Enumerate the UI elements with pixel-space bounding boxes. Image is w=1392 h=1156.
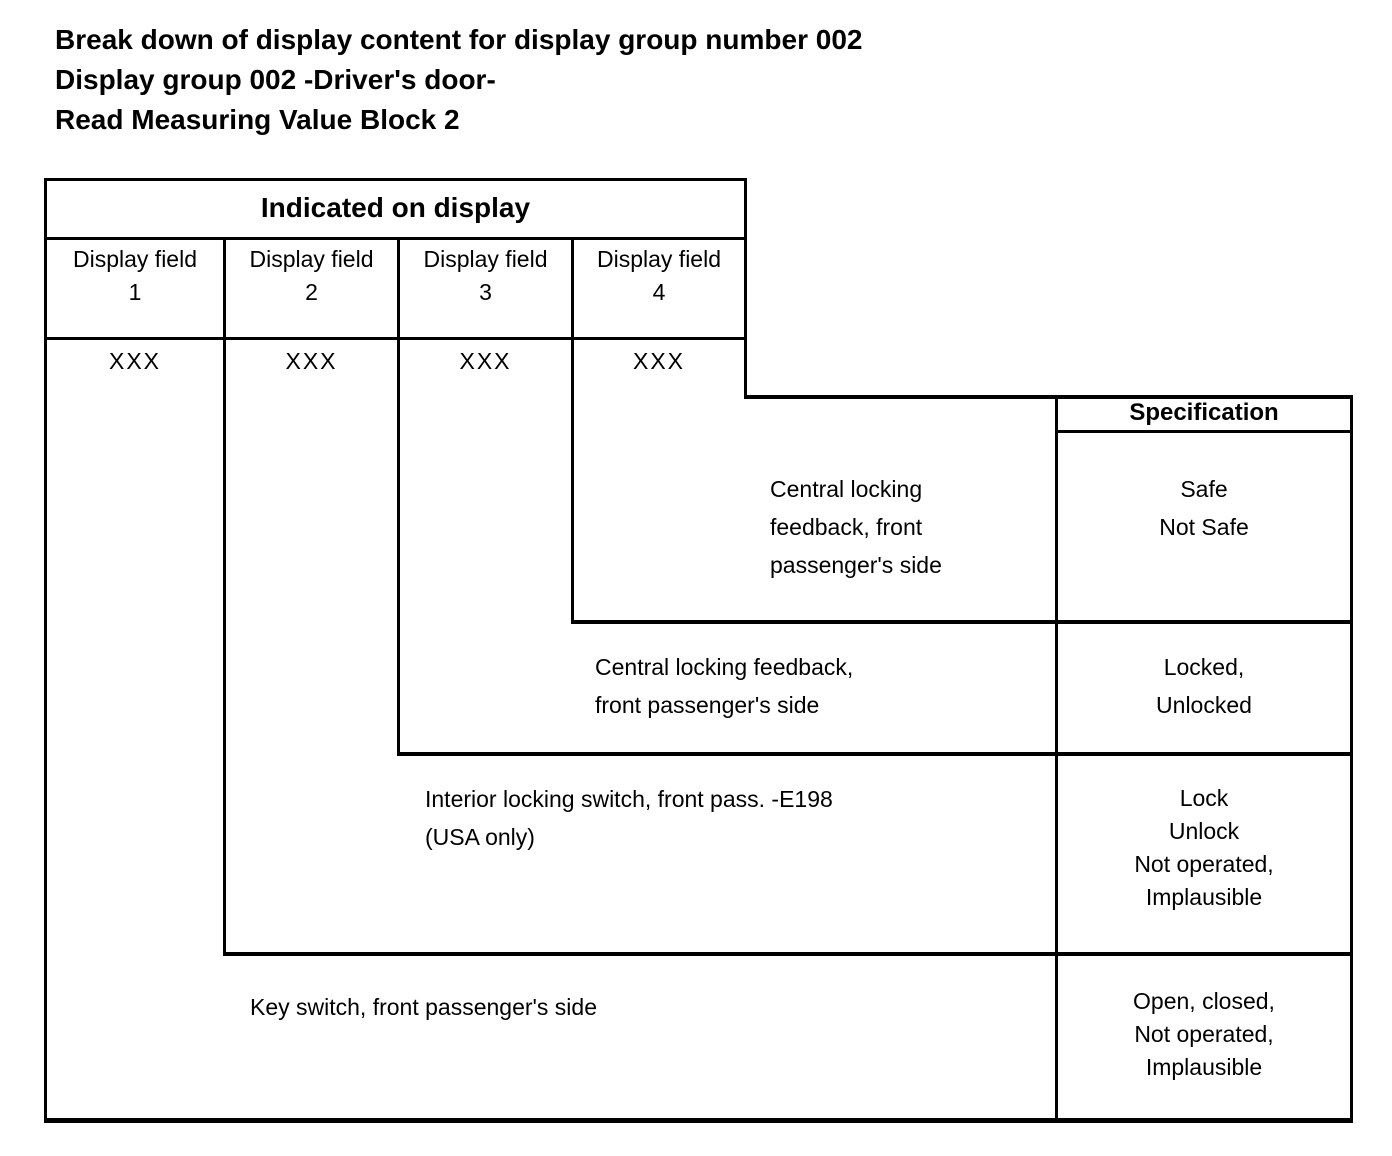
specification-header: Specification (1129, 399, 1279, 426)
column-header-number: 2 (305, 279, 318, 305)
border-step-field3 (571, 620, 1353, 624)
indicated-on-display-header: Indicated on display (260, 192, 531, 223)
display-field-4-value: XXX (632, 348, 686, 374)
row-field1-specification: Open, closed, Not operated, Implausible (1133, 988, 1275, 1080)
display-field-3-value: XXX (459, 348, 512, 374)
border-divider-field2-field3 (397, 237, 400, 752)
row-field1-description: Key switch, front passenger's side (250, 994, 597, 1020)
display-field-1-value: XXX (108, 348, 162, 374)
column-header-number: 1 (128, 279, 142, 305)
row-field3-specification: Locked, Unlocked (1156, 654, 1252, 718)
row-field4-specification: Safe Not Safe (1159, 476, 1249, 540)
border-under-indicated-header (44, 237, 747, 240)
column-header-label: Display field (73, 246, 197, 272)
border-table-bottom (44, 1118, 1353, 1123)
row-field2-specification: Lock Unlock Not operated, Implausible (1134, 785, 1274, 910)
border-divider-field3-field4 (571, 237, 574, 620)
column-header-display-field-2: Display field 2 (226, 243, 397, 309)
row-field3-description: Central locking feedback, front passenge… (595, 654, 854, 718)
column-header-display-field-4: Display field 4 (574, 243, 744, 309)
column-header-number: 4 (652, 279, 666, 305)
title-line-3: Read Measuring Value Block 2 (55, 104, 460, 135)
column-header-label: Display field (423, 246, 548, 272)
border-specification-right (1350, 395, 1353, 1121)
border-step-field1 (223, 952, 1353, 956)
column-header-display-field-1: Display field 1 (47, 243, 223, 309)
display-field-2-value: XXX (285, 348, 338, 374)
row-field4-description: Central locking feedback, front passenge… (770, 476, 942, 578)
border-step-field4 (744, 395, 1353, 399)
title-line-2: Display group 002 -Driver's door- (55, 64, 496, 95)
column-header-label: Display field (597, 246, 721, 272)
border-table-left (44, 178, 47, 1121)
border-divider-field1-field2 (223, 237, 226, 952)
border-under-specification-header (1055, 430, 1353, 433)
column-header-number: 3 (479, 279, 492, 305)
row-field2-description: Interior locking switch, front pass. -E1… (425, 786, 833, 850)
border-under-column-headers (44, 337, 747, 340)
border-display-table-right (744, 178, 747, 395)
border-step-field2 (397, 752, 1353, 756)
column-header-display-field-3: Display field 3 (400, 243, 571, 309)
column-header-label: Display field (249, 246, 374, 272)
border-table-top (44, 178, 747, 181)
page-title: Break down of display content for displa… (55, 20, 862, 140)
title-line-1: Break down of display content for displa… (55, 24, 863, 55)
border-specification-left (1055, 395, 1058, 1121)
